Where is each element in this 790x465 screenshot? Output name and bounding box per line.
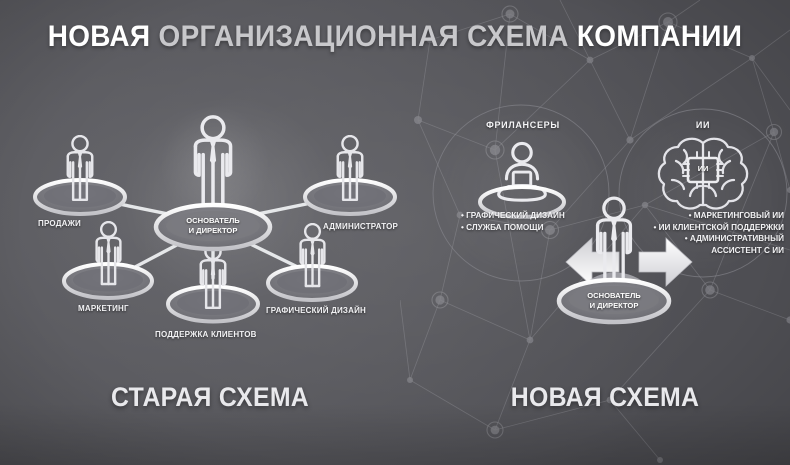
new-heading-freelancers: ФРИЛАНСЕРЫ: [486, 120, 560, 130]
page-title: НОВАЯ ОРГАНИЗАЦИОННАЯ СХЕМА КОМПАНИИ: [28, 22, 763, 52]
list-item: • ГРАФИЧЕСКИЙ ДИЗАЙН: [461, 211, 565, 220]
old-label-marketing: МАРКЕТИНГ: [78, 304, 129, 313]
list-item: • СЛУЖБА ПОМОЩИ: [461, 222, 544, 232]
caption-new-scheme: НОВАЯ СХЕМА: [510, 382, 700, 412]
old-label-graphic-design: ГРАФИЧЕСКИЙ ДИЗАЙН: [266, 306, 367, 315]
caption-old-scheme: СТАРАЯ СХЕМА: [110, 382, 310, 412]
title-part-company: КОМПАНИИ: [576, 20, 743, 53]
title-part-organizational: ОРГАНИЗАЦИОННАЯ СХЕМА: [158, 20, 577, 53]
new-ai-services-list: • МАРКЕТИНГОВЫЙ ИИ • ИИ КЛИЕНТСКОЙ ПОДДЕ…: [653, 210, 784, 256]
new-heading-ai: ИИ: [695, 120, 711, 130]
title-part-novaya: НОВАЯ: [47, 20, 159, 53]
list-item: • АДМИНИСТРАТИВНЫЙ: [684, 234, 784, 243]
old-label-administrator: АДМИНИСТРАТОР: [323, 222, 399, 231]
old-label-sales: ПРОДАЖИ: [38, 219, 81, 228]
list-item: • МАРКЕТИНГОВЫЙ ИИ: [688, 211, 784, 220]
list-item: • ИИ КЛИЕНТСКОЙ ПОДДЕРЖКИ: [653, 222, 784, 232]
new-freelancer-services-list: • ГРАФИЧЕСКИЙ ДИЗАЙН • СЛУЖБА ПОМОЩИ: [461, 210, 565, 233]
list-item: АССИСТЕНТ С ИИ: [711, 245, 784, 255]
old-label-customer-support: ПОДДЕРЖКА КЛИЕНТОВ: [155, 330, 257, 339]
